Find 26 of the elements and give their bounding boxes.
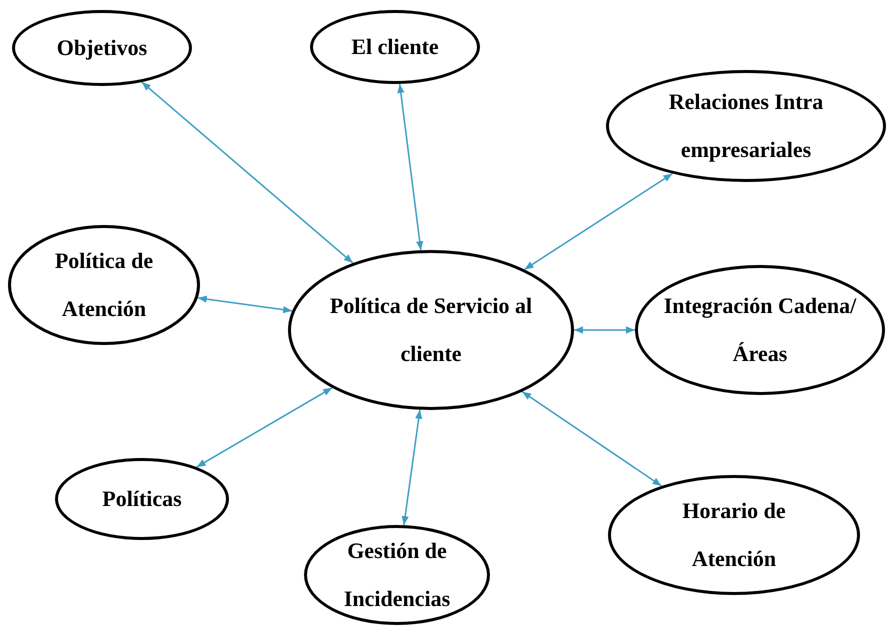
node-label: Integración Cadena/Áreas bbox=[662, 292, 858, 368]
ellipse-node bbox=[606, 70, 886, 182]
node-label: Objetivos bbox=[56, 34, 148, 62]
double-arrow bbox=[196, 387, 333, 468]
node-label: Gestión de Incidencias bbox=[342, 536, 452, 613]
double-arrow bbox=[402, 410, 422, 526]
ellipse-node bbox=[304, 525, 490, 625]
ellipse-node bbox=[288, 250, 574, 410]
double-arrow bbox=[522, 391, 662, 487]
double-arrow bbox=[397, 84, 424, 250]
node-label: Horario de Atención bbox=[681, 496, 787, 573]
node-label: Política de Servicio al cliente bbox=[328, 292, 534, 368]
ellipse-node bbox=[55, 458, 229, 540]
ellipse-node bbox=[608, 475, 860, 595]
double-arrow bbox=[574, 326, 635, 334]
double-arrow bbox=[524, 173, 673, 270]
ellipse-node bbox=[8, 225, 200, 345]
node-label: Política de Atención bbox=[54, 246, 154, 323]
node-label: Relaciones Intra empresariales bbox=[668, 88, 824, 164]
ellipse-node bbox=[310, 10, 480, 84]
ellipse-node bbox=[12, 10, 192, 86]
double-arrow bbox=[198, 296, 292, 314]
node-label: Políticas bbox=[102, 484, 182, 513]
double-arrow bbox=[141, 82, 354, 264]
ellipse-node bbox=[635, 265, 885, 395]
node-label: El cliente bbox=[351, 32, 439, 61]
